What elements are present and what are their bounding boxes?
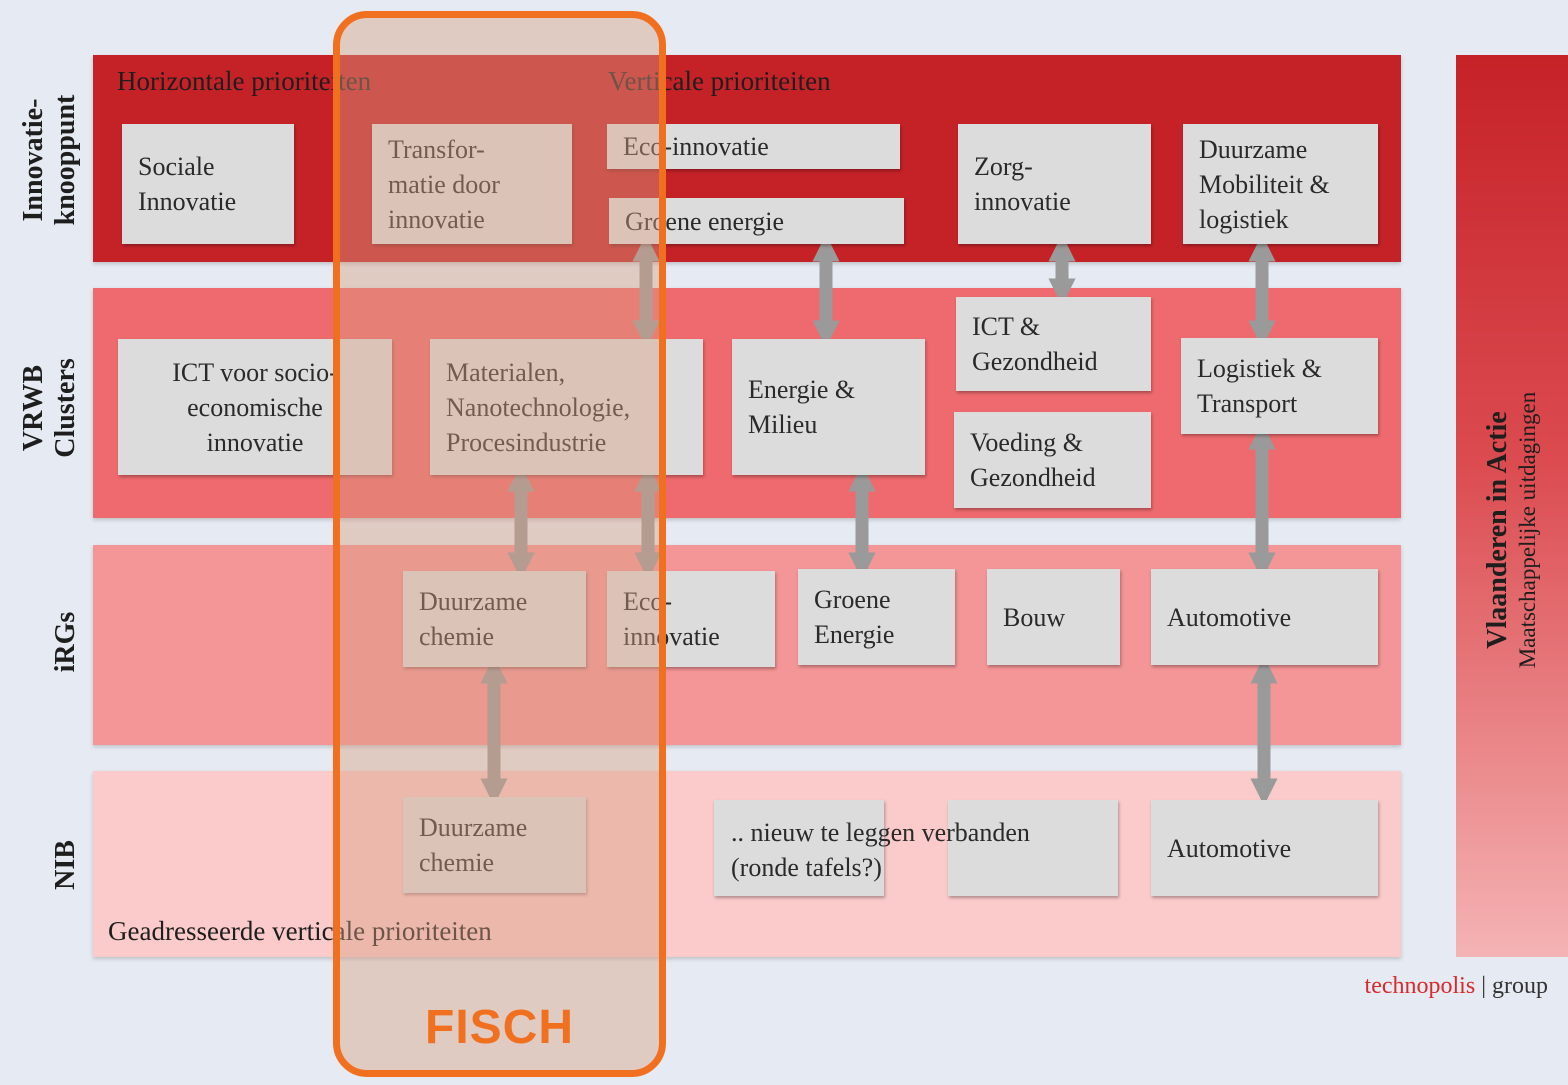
footer-brand: technopolis: [1364, 973, 1476, 999]
box-irg-groene-energie: Groene Energie: [798, 569, 955, 665]
box-irg-bouw: Bouw: [987, 569, 1120, 665]
row-label-vrwb-clusters: VRWB Clusters: [18, 358, 81, 458]
box-nib-placeholder-1: [714, 800, 884, 896]
box-eco-innovatie: Eco-innovatie: [607, 124, 900, 169]
box-nib-automotive: Automotive: [1151, 800, 1378, 896]
header-horizontale-prioriteiten: Horizontale prioriteiten: [117, 66, 372, 96]
footer-group: group: [1492, 973, 1548, 999]
box-ict-socio-economische-innovatie: ICT voor socio- economische innovatie: [118, 339, 392, 475]
box-irg-eco-innovatie: Eco- innovatie: [607, 571, 775, 667]
footer-separator: |: [1475, 973, 1492, 999]
box-sociale-innovatie: Sociale Innovatie: [122, 124, 294, 244]
technopolis-footer: technopolis | group: [1365, 973, 1548, 1000]
box-nib-duurzame-chemie: Duurzame chemie: [403, 797, 586, 893]
box-irg-duurzame-chemie: Duurzame chemie: [403, 571, 586, 667]
fisch-label: FISCH: [425, 1001, 574, 1054]
row-label-irgs: iRGs: [50, 611, 81, 673]
side-panel-subtitle: Maatschappelijke uitdagingen: [1515, 391, 1540, 669]
box-voeding-gezondheid: Voeding & Gezondheid: [954, 412, 1151, 508]
row-label-innovatieknooppunt: Innovatie- knooppunt: [18, 94, 81, 226]
side-panel-title: Vlaanderen in Actie: [1482, 411, 1513, 649]
box-ict-gezondheid: ICT & Gezondheid: [956, 297, 1151, 391]
side-panel-vlaanderen-in-actie: [1456, 55, 1568, 957]
box-logistiek-transport: Logistiek & Transport: [1181, 338, 1378, 434]
box-groene-energie: Groene energie: [609, 198, 904, 244]
box-duurzame-mobiliteit-logistiek: Duurzame Mobiliteit & logistiek: [1183, 124, 1378, 244]
box-transformatie-door-innovatie: Transfor- matie door innovatie: [372, 124, 572, 244]
fisch-highlight-frame: [333, 11, 666, 1077]
side-panel-text: Vlaanderen in Actie Maatschappelijke uit…: [1482, 392, 1542, 669]
box-energie-milieu: Energie & Milieu: [732, 339, 925, 475]
row-label-nib: NIB: [50, 840, 81, 890]
box-zorg-innovatie: Zorg- innovatie: [958, 124, 1151, 244]
header-verticale-prioriteiten: Verticale prioriteiten: [608, 66, 831, 96]
box-nib-placeholder-2: [948, 800, 1118, 896]
box-irg-automotive: Automotive: [1151, 569, 1378, 665]
header-geadresseerde-prioriteiten: Geadresseerde verticale prioriteiten: [108, 916, 492, 946]
box-materialen-nanotechnologie-procesindustrie: Materialen, Nanotechnologie, Procesindus…: [430, 339, 703, 475]
nib-nieuw-verbanden-text: .. nieuw te leggen verbanden (ronde tafe…: [731, 818, 1030, 882]
